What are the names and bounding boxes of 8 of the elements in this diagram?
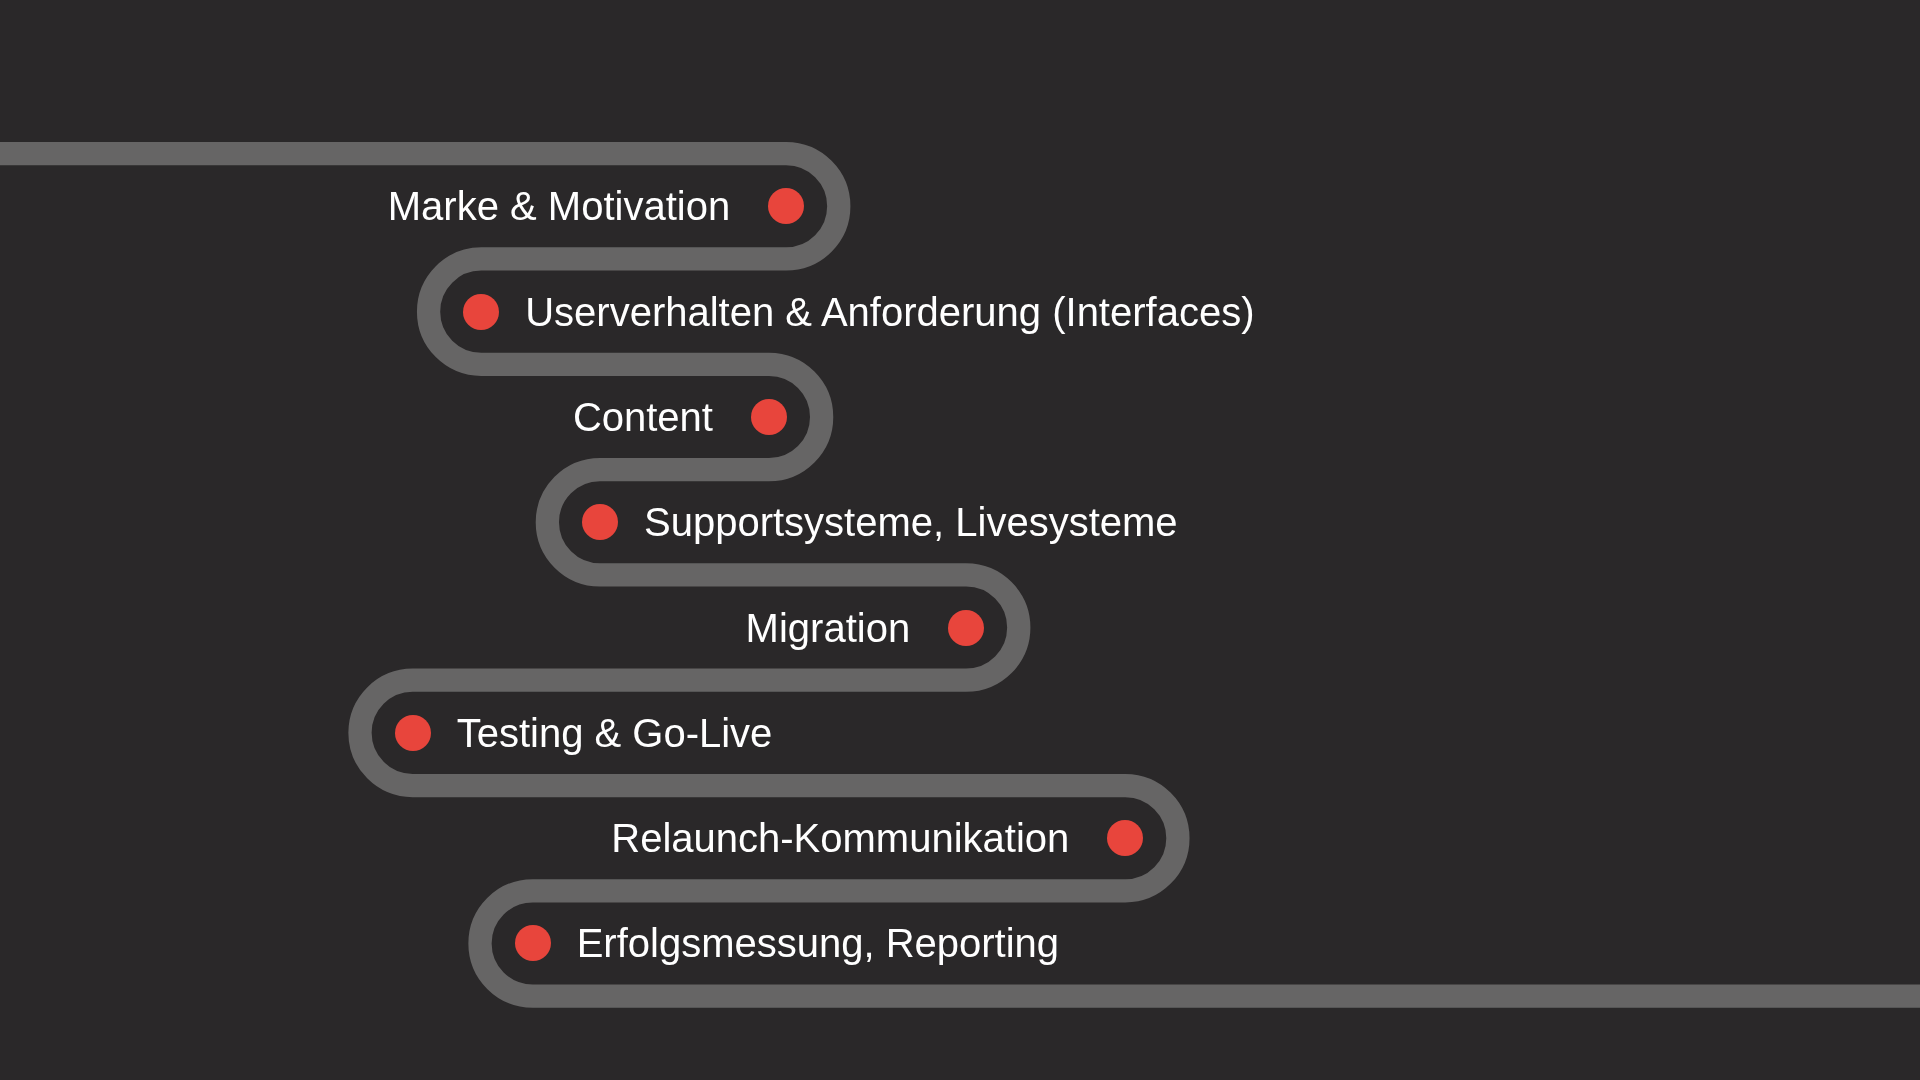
step-label: Relaunch-Kommunikation — [611, 815, 1070, 863]
step-label: Supportsysteme, Livesysteme — [644, 499, 1178, 547]
step-label: Testing & Go-Live — [456, 709, 773, 757]
step-label: Content — [572, 393, 713, 441]
step-label: Migration — [745, 604, 911, 652]
step-label: Userverhalten & Anforderung (Interfaces) — [525, 288, 1255, 336]
step-label: Erfolgsmessung, Reporting — [576, 920, 1060, 968]
step-label: Marke & Motivation — [387, 183, 731, 231]
